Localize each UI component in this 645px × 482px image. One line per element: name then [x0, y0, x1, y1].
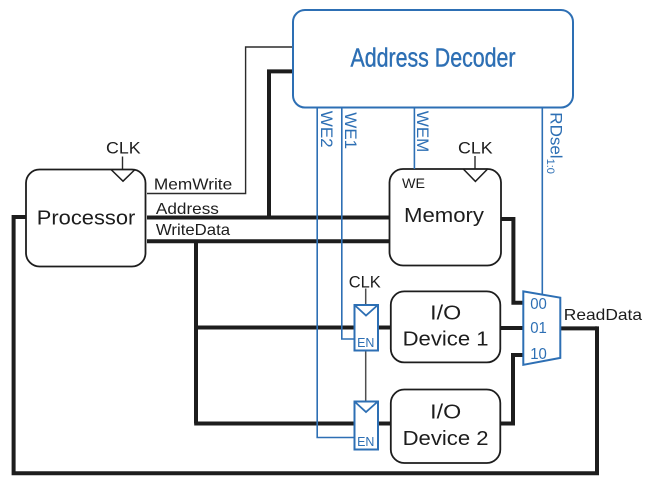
- svg-text:ReadData: ReadData: [564, 307, 642, 324]
- svg-text:WE2: WE2: [317, 111, 336, 148]
- svg-text:Address: Address: [156, 201, 219, 218]
- svg-text:01: 01: [530, 320, 547, 337]
- svg-text:RDsel1:0: RDsel1:0: [544, 112, 566, 174]
- svg-text:Address Decoder: Address Decoder: [351, 45, 516, 73]
- svg-text:WE: WE: [402, 175, 425, 191]
- svg-text:10: 10: [530, 346, 547, 363]
- svg-text:I/O: I/O: [430, 303, 461, 325]
- svg-text:EN: EN: [357, 336, 374, 350]
- svg-text:00: 00: [530, 296, 547, 313]
- svg-text:WEM: WEM: [413, 111, 432, 153]
- svg-text:Processor: Processor: [37, 206, 136, 229]
- svg-text:EN: EN: [357, 435, 374, 449]
- svg-text:MemWrite: MemWrite: [154, 176, 232, 193]
- svg-text:Device 2: Device 2: [403, 427, 489, 450]
- svg-text:WE1: WE1: [341, 112, 360, 149]
- svg-text:CLK: CLK: [458, 138, 493, 157]
- svg-text:CLK: CLK: [106, 138, 141, 157]
- svg-text:I/O: I/O: [430, 402, 461, 424]
- svg-text:WriteData: WriteData: [156, 222, 230, 239]
- svg-text:Memory: Memory: [404, 205, 484, 227]
- svg-text:Device 1: Device 1: [403, 328, 489, 351]
- svg-text:CLK: CLK: [349, 272, 382, 291]
